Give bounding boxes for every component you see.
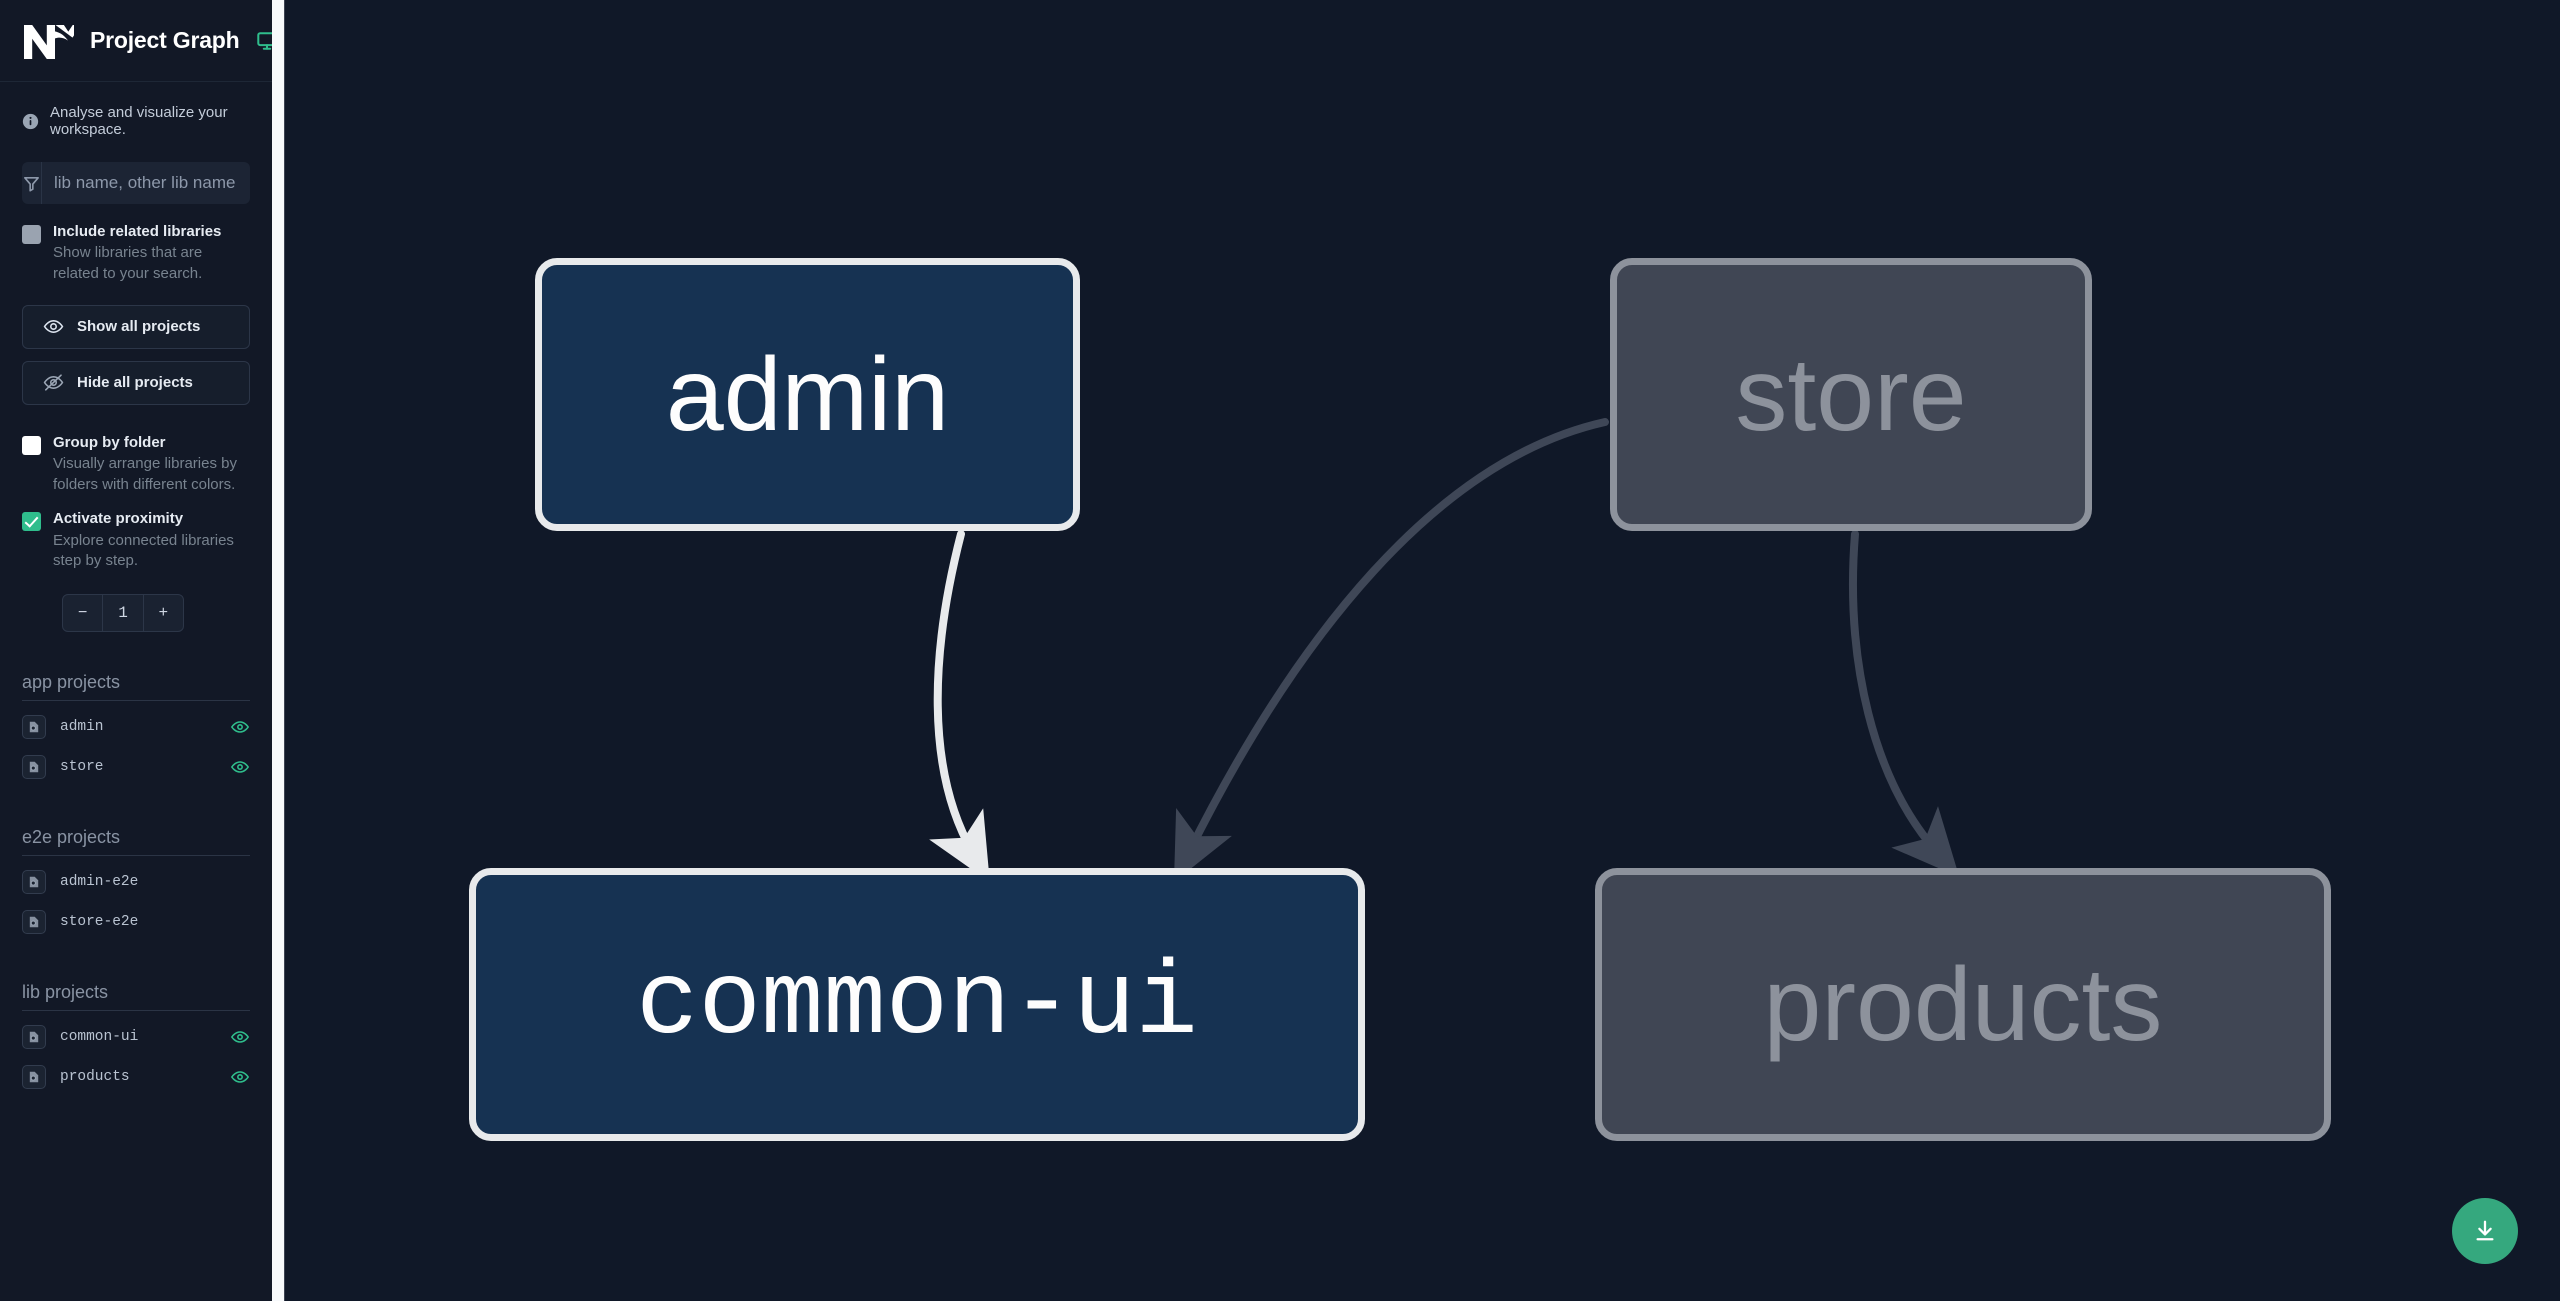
show-all-projects-button[interactable]: Show all projects (22, 304, 250, 349)
graph-node-store[interactable]: store (1610, 258, 2092, 531)
info-icon (22, 113, 39, 130)
option-label: Group by folder (53, 433, 166, 451)
edge-store-to-products (1849, 530, 1960, 878)
list-item[interactable]: admin (22, 707, 250, 747)
group-title-e2e-projects: e2e projects (22, 827, 250, 856)
list-item[interactable]: admin-e2e (22, 862, 250, 902)
hide-all-projects-button[interactable]: Hide all projects (22, 360, 250, 405)
graph-node-label: admin (665, 336, 950, 453)
graph-node-admin[interactable]: admin (535, 258, 1080, 531)
checkbox-include-related-libraries[interactable] (22, 225, 41, 244)
monitor-icon[interactable] (256, 30, 272, 52)
filter-icon (22, 162, 42, 204)
sidebar-scrollbar[interactable] (272, 0, 285, 1301)
project-node-icon (22, 909, 46, 934)
checkbox-group-by-folder[interactable] (22, 435, 41, 455)
project-node-icon (22, 1024, 46, 1049)
graph-node-products[interactable]: products (1595, 868, 2331, 1141)
group-title-app-projects: app projects (22, 672, 250, 701)
graph-node-common-ui[interactable]: common-ui (469, 868, 1365, 1141)
option-group-by-folder[interactable]: Group by folder Visually arrange librari… (22, 433, 250, 496)
project-list-e2e: admin-e2e store-e2e (22, 862, 250, 942)
edge-store-to-common-ui (1173, 418, 1609, 883)
eye-off-icon (43, 372, 64, 393)
download-button[interactable] (2452, 1198, 2518, 1264)
eye-visible-icon[interactable] (230, 1067, 250, 1087)
project-name: common-ui (60, 1028, 139, 1045)
graph-edges (929, 418, 1960, 883)
project-name: admin (60, 718, 104, 735)
list-item[interactable]: common-ui (22, 1017, 250, 1057)
proximity-increment-button[interactable]: + (158, 603, 168, 621)
project-node-icon (22, 869, 46, 894)
graph-node-label: common-ui (636, 945, 1198, 1064)
proximity-decrement-button[interactable]: − (63, 594, 104, 631)
option-label: Activate proximity (53, 510, 184, 528)
proximity-stepper[interactable]: − 1 + (62, 593, 184, 632)
edge-admin-to-common-ui (929, 530, 990, 883)
page-title: Project Graph (90, 27, 240, 53)
list-item[interactable]: products (22, 1057, 250, 1097)
project-name: store (60, 758, 104, 775)
option-label: Include related libraries (53, 223, 222, 240)
sidebar-body: Include related libraries Show libraries… (0, 162, 272, 1097)
graph-node-label: products (1763, 946, 2163, 1063)
eye-icon (43, 316, 64, 337)
option-activate-proximity[interactable]: Activate proximity Explore connected lib… (22, 509, 250, 572)
sidebar-tagline: Analyse and visualize your workspace. (0, 82, 272, 138)
project-list-app: admin store (22, 707, 250, 787)
project-list-lib: common-ui produc (22, 1017, 250, 1097)
list-item[interactable]: store-e2e (22, 902, 250, 942)
show-all-projects-label: Show all projects (77, 318, 201, 336)
option-description: Explore connected libraries step by step… (53, 531, 234, 570)
sidebar: Project Graph Analyse and visualize your… (0, 0, 272, 1301)
proximity-value: 1 (103, 594, 144, 631)
project-node-icon (22, 1064, 46, 1089)
project-node-icon (22, 754, 46, 779)
project-name: store-e2e (60, 913, 139, 930)
option-description: Visually arrange libraries by folders wi… (53, 454, 237, 493)
sidebar-tagline-text: Analyse and visualize your workspace. (50, 104, 228, 138)
hide-all-projects-label: Hide all projects (77, 374, 193, 392)
eye-visible-icon[interactable] (230, 717, 250, 737)
eye-visible-icon[interactable] (230, 1027, 250, 1047)
graph-node-label: store (1735, 336, 1967, 453)
eye-visible-icon[interactable] (230, 757, 250, 777)
checkbox-activate-proximity[interactable] (22, 512, 41, 532)
graph-canvas[interactable]: admin store common-ui products (285, 0, 2560, 1301)
list-item[interactable]: store (22, 747, 250, 787)
project-node-icon (22, 714, 46, 739)
group-title-lib-projects: lib projects (22, 982, 250, 1011)
option-include-related-libraries[interactable]: Include related libraries Show libraries… (22, 222, 250, 285)
search-input[interactable] (42, 162, 250, 204)
download-icon (2472, 1218, 2498, 1244)
project-name: admin-e2e (60, 873, 139, 890)
sidebar-header: Project Graph (0, 0, 272, 82)
nx-logo-icon (22, 21, 74, 61)
project-name: products (60, 1068, 130, 1085)
option-description: Show libraries that are related to your … (53, 244, 203, 282)
search-field[interactable] (22, 162, 250, 204)
